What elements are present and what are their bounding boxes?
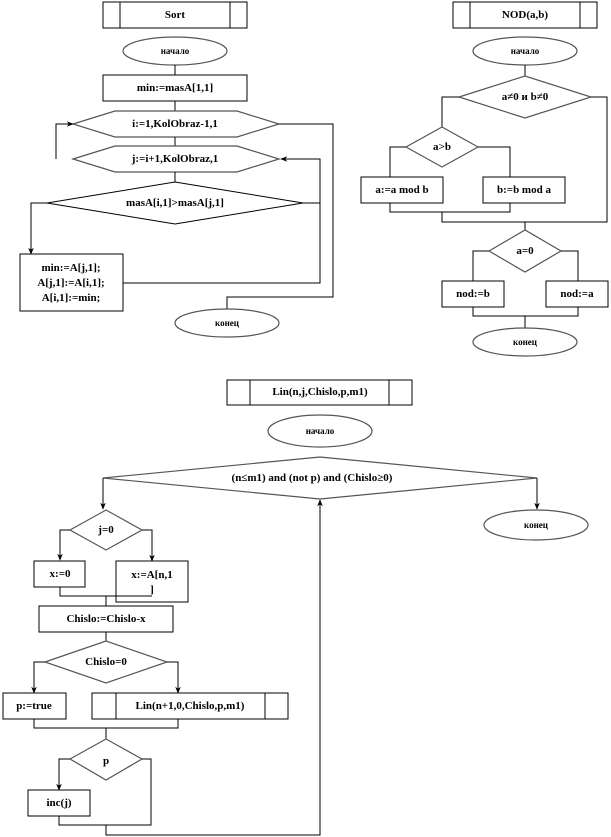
sort-loop-i-label: i:=1,KolObraz-1,1	[132, 118, 218, 130]
lin-recursive-call-label: Lin(n+1,0,Chislo,p,m1)	[136, 700, 245, 712]
lin-p-true-label: p:=true	[16, 700, 52, 712]
sort-condition: masA[i,1]>masA[j,1]	[46, 181, 304, 225]
sort-title: Sort	[165, 9, 186, 21]
nod-left-action: a:=a mod b	[360, 176, 444, 204]
nod-loop-condition: a≠0 и b≠0	[457, 75, 593, 119]
sort-swap-line-3: A[i,1]:=min;	[42, 292, 101, 304]
sort-condition-label: masA[i,1]>masA[j,1]	[126, 197, 224, 209]
lin-j-check: j=0	[68, 509, 144, 551]
sort-loop-j-label: j:=i+1,KolObraz,1	[131, 153, 218, 165]
lin-j-check-label: j=0	[97, 524, 114, 536]
nod-end-label: конец	[513, 337, 538, 347]
nod-flowchart: NOD(a,b) начало a≠0 и b≠0 a>b a:=a mod b…	[360, 1, 609, 357]
lin-x-assign-block: x:=A[n,1 ]	[115, 560, 189, 603]
lin-chislo-check-label: Chislo=0	[85, 656, 127, 668]
sort-init-label: min:=masA[1,1]	[137, 82, 213, 94]
lin-subtract-label: Chislo:=Chislo-x	[66, 613, 146, 625]
nod-left-action-label: a:=a mod b	[375, 184, 428, 196]
sort-loop-j: j:=i+1,KolObraz,1	[70, 145, 282, 173]
nod-compare: a>b	[404, 126, 480, 168]
lin-flowchart: Lin(n,j,Chislo,p,m1) начало (n≤m1) and (…	[2, 379, 589, 836]
sort-swap-block: min:=A[j,1]; A[j,1]:=A[i,1]; A[i,1]:=min…	[19, 253, 124, 312]
sort-end-terminal: конец	[174, 308, 280, 338]
lin-title-block: Lin(n,j,Chislo,p,m1)	[226, 379, 413, 406]
nod-right-action: b:=b mod a	[482, 176, 566, 204]
nod-left-result-label: nod:=b	[456, 288, 490, 300]
nod-loop-condition-label: a≠0 и b≠0	[502, 91, 549, 103]
nod-right-result: nod:=a	[545, 280, 609, 308]
lin-subtract-block: Chislo:=Chislo-x	[38, 605, 174, 633]
lin-p-check-label: p	[103, 755, 109, 767]
sort-start-terminal: начало	[122, 36, 228, 66]
nod-start-terminal: начало	[472, 36, 578, 66]
lin-p-check: p	[68, 738, 144, 781]
nod-end-terminal: конец	[472, 327, 578, 357]
lin-loop-condition: (n≤m1) and (not p) and (Chislo≥0)	[102, 456, 538, 500]
lin-start-terminal: начало	[267, 414, 373, 448]
lin-inc-label: inc(j)	[46, 797, 71, 809]
nod-title: NOD(a,b)	[502, 9, 548, 21]
lin-chislo-check: Chislo=0	[43, 640, 169, 684]
sort-swap-line-1: min:=A[j,1];	[41, 262, 100, 274]
sort-init-block: min:=masA[1,1]	[102, 74, 248, 102]
nod-left-result: nod:=b	[441, 280, 505, 308]
nod-compare-label: a>b	[433, 141, 451, 153]
nod-title-block: NOD(a,b)	[452, 1, 598, 29]
lin-end-label: конец	[524, 520, 549, 530]
lin-loop-condition-label: (n≤m1) and (not p) and (Chislo≥0)	[232, 472, 393, 484]
lin-title: Lin(n,j,Chislo,p,m1)	[272, 386, 368, 398]
sort-swap-line-2: A[j,1]:=A[i,1];	[37, 277, 104, 289]
lin-start-label: начало	[306, 426, 335, 436]
sort-title-block: Sort	[102, 1, 248, 29]
nod-start-label: начало	[511, 46, 540, 56]
lin-inc-block: inc(j)	[27, 789, 91, 817]
sort-end-label: конец	[215, 318, 240, 328]
lin-x-zero-block: x:=0	[33, 560, 86, 588]
sort-flowchart: Sort начало min:=masA[1,1] i:=1,KolObraz…	[19, 1, 334, 338]
lin-end-terminal: конец	[483, 509, 589, 541]
nod-right-result-label: nod:=a	[560, 288, 594, 300]
lin-recursive-call-block: Lin(n+1,0,Chislo,p,m1)	[91, 692, 289, 720]
lin-x-zero-label: x:=0	[50, 568, 71, 580]
lin-x-assign-line-2: ]	[150, 584, 154, 596]
lin-p-true-block: p:=true	[2, 692, 67, 720]
lin-x-assign-line-1: x:=A[n,1	[131, 569, 172, 581]
nod-zero-check-label: a=0	[516, 245, 534, 257]
nod-right-action-label: b:=b mod a	[497, 184, 551, 196]
sort-start-label: начало	[161, 46, 190, 56]
sort-loop-i: i:=1,KolObraz-1,1	[70, 110, 282, 138]
nod-zero-check: a=0	[487, 229, 563, 273]
